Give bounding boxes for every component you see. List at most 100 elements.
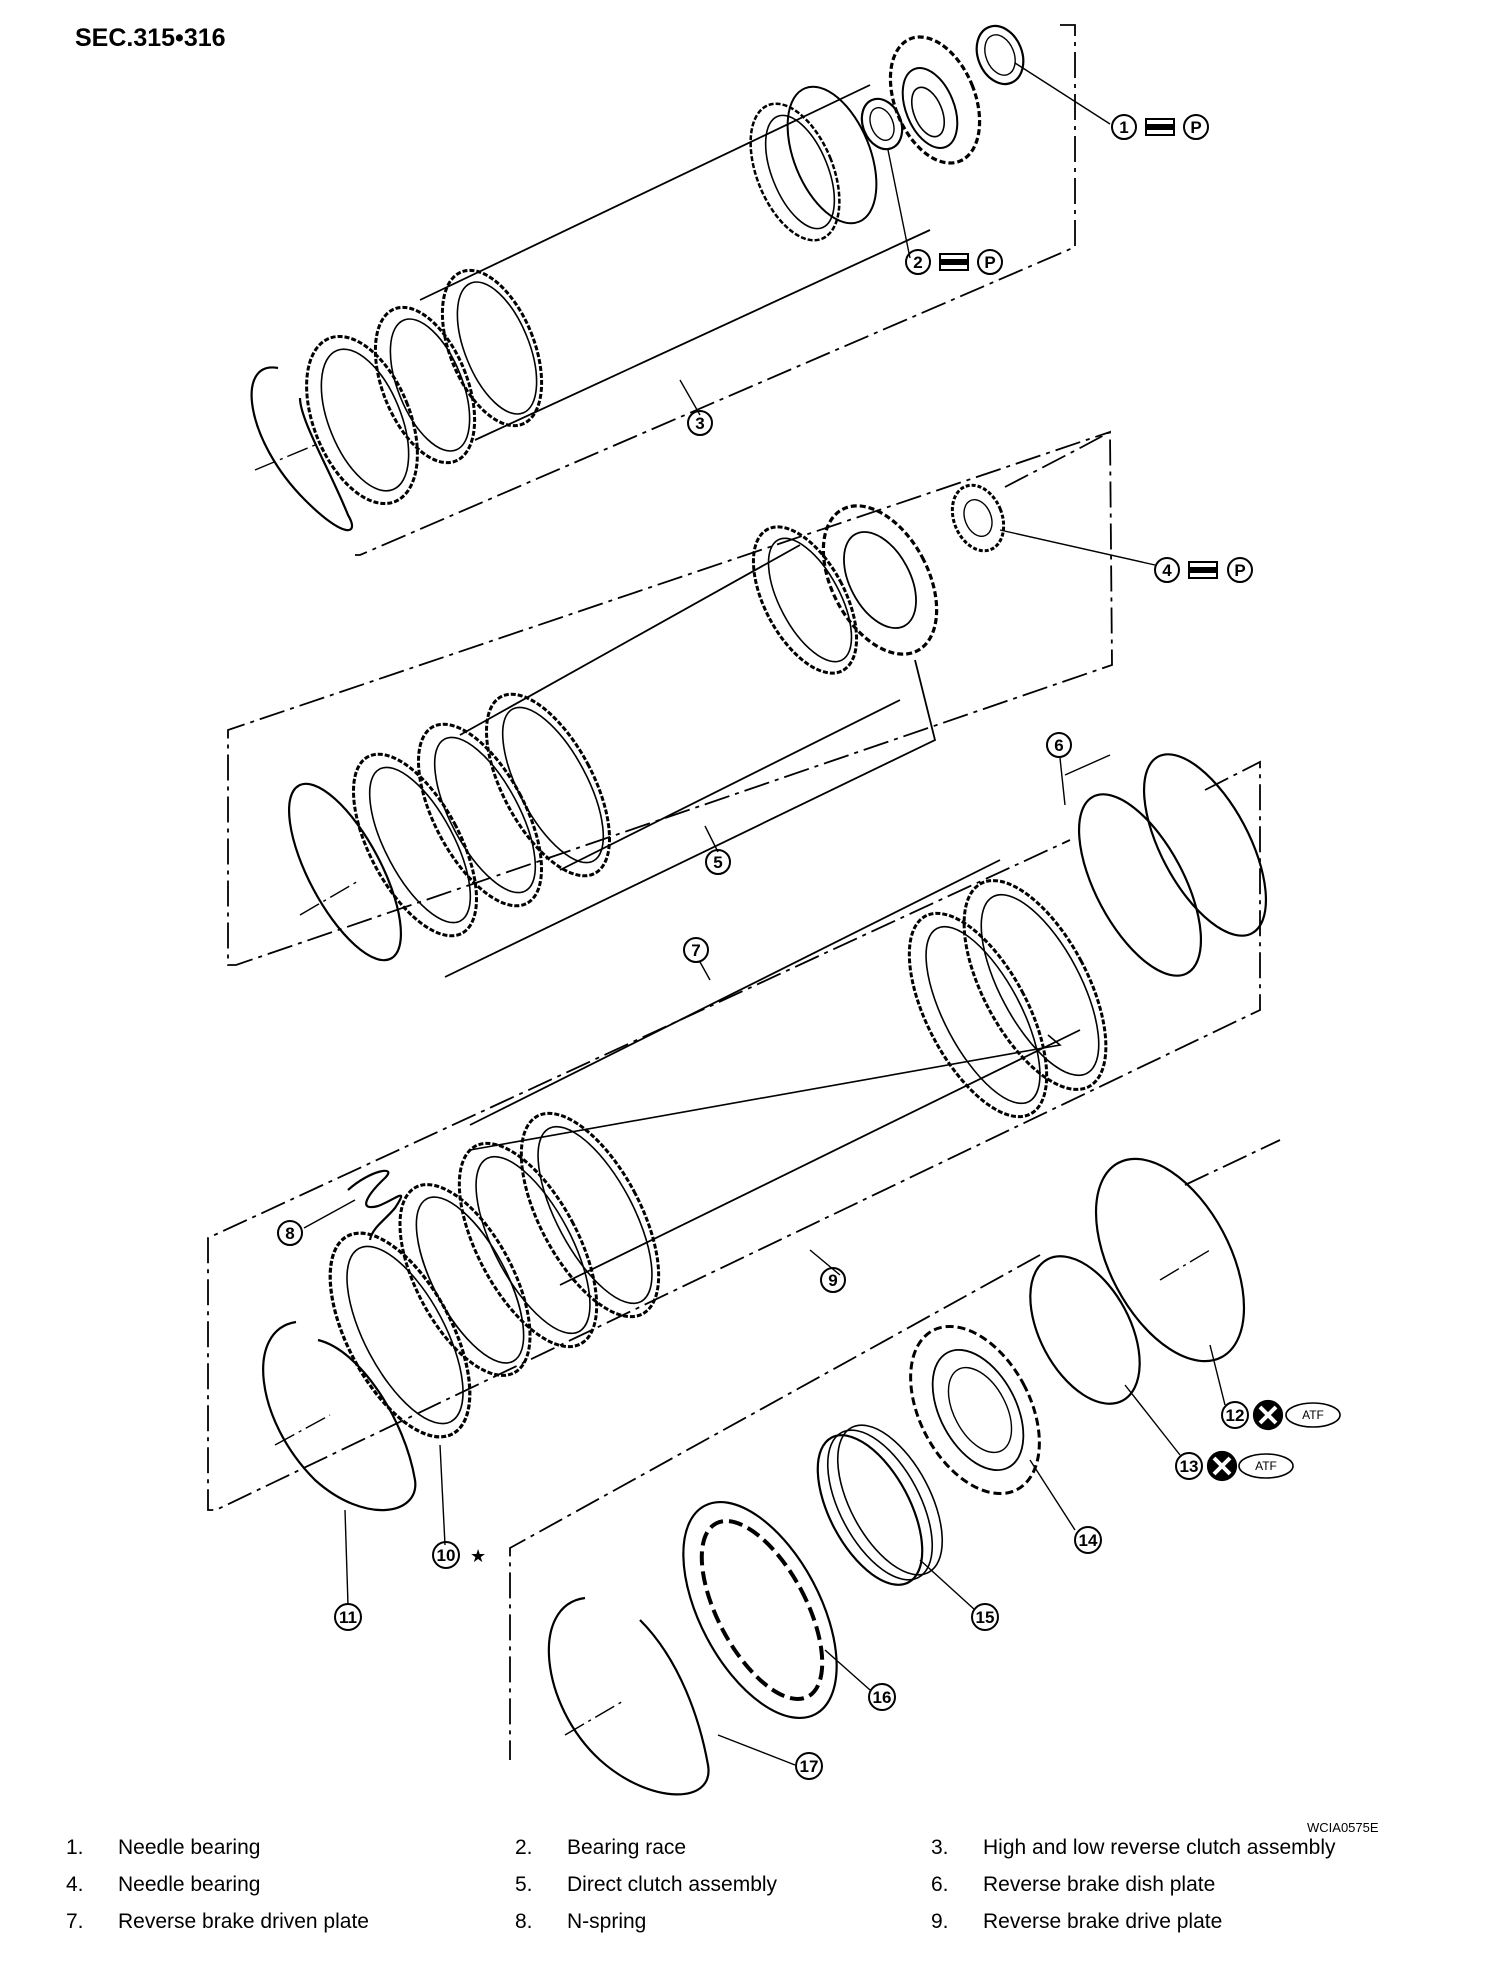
piston-14 [909, 1324, 1041, 1496]
callout-3: 3 [679, 379, 713, 436]
p-mark-1: P [1190, 118, 1201, 137]
petroleum-jelly-icon [977, 249, 1003, 275]
svg-text:P: P [984, 253, 995, 272]
retaining-plate-10 [328, 1231, 472, 1439]
callout-1-number: 1 [1119, 118, 1128, 137]
clutch-cylinder-3 [419, 84, 931, 441]
petroleum-jelly-icon [1227, 557, 1253, 583]
assembly-group-5 [227, 430, 1156, 978]
legend-number: 9. [931, 1910, 949, 1933]
drive-plate-9c [398, 1183, 532, 1377]
assembly-group-piston [509, 1139, 1281, 1796]
atf-icon [1238, 1453, 1294, 1479]
clutch-drum-5 [821, 504, 939, 656]
legend-label: Reverse brake dish plate [983, 1873, 1216, 1896]
legend-label: Reverse brake driven plate [118, 1910, 369, 1933]
spring-retainer-16 [682, 1500, 838, 1720]
legend-number: 3. [931, 1836, 949, 1859]
retaining-plate-3 [305, 334, 419, 506]
clutch-plate-3c [749, 102, 841, 242]
svg-text:4: 4 [1162, 561, 1172, 580]
callout-15: 15 [971, 1603, 999, 1631]
petroleum-jelly-icon [1183, 114, 1209, 140]
callout-9: 9 [820, 1267, 846, 1293]
callout-1: 1 P [1111, 114, 1209, 140]
group-bracket-3 [355, 24, 1076, 556]
clutch-plate-3b [440, 268, 544, 428]
driven-plate-7b [457, 1141, 599, 1349]
svg-text:15: 15 [976, 1608, 995, 1627]
callout-12: 12 ATF [1221, 1399, 1341, 1431]
clutch-cylinder-5 [459, 544, 901, 871]
svg-text:ATF: ATF [1255, 1459, 1277, 1473]
legend-number: 4. [66, 1873, 84, 1896]
svg-text:ATF: ATF [1302, 1408, 1324, 1422]
svg-text:P: P [1234, 561, 1245, 580]
svg-text:7: 7 [691, 941, 700, 960]
legend-number: 7. [66, 1910, 84, 1933]
svg-text:12: 12 [1226, 1406, 1245, 1425]
snap-ring-5 [287, 782, 403, 962]
legend-label: High and low reverse clutch assembly [983, 1836, 1336, 1859]
needle-bearing-4 [950, 483, 1006, 553]
callout-6: 6 [1046, 732, 1072, 806]
legend-label: Needle bearing [118, 1836, 261, 1859]
svg-text:13: 13 [1180, 1457, 1199, 1476]
assembly-group-7-9 [207, 753, 1268, 1606]
legend-label: N-spring [567, 1910, 647, 1933]
legend-number: 5. [515, 1873, 533, 1896]
callout-7: 7 [683, 937, 711, 981]
seal-13 [1029, 1255, 1141, 1405]
callout-8: 8 [277, 1220, 303, 1246]
legend-number: 1. [66, 1836, 84, 1859]
snap-ring-17 [547, 1596, 710, 1796]
svg-text:6: 6 [1054, 736, 1063, 755]
group-bracket-piston [509, 1139, 1281, 1760]
group-bracket-5 [227, 430, 1113, 966]
return-spring-15 [816, 1434, 924, 1586]
svg-text:17: 17 [800, 1757, 819, 1776]
legend-number: 6. [931, 1873, 949, 1896]
n-spring-8 [347, 1169, 403, 1241]
dish-plate-6b [1142, 753, 1268, 937]
svg-text:9: 9 [828, 1271, 837, 1290]
clutch-plate-3d [786, 85, 878, 225]
callout-5: 5 [704, 825, 731, 875]
legend-label: Bearing race [567, 1836, 687, 1859]
drive-plate-9a [907, 911, 1049, 1119]
callout-11: 11 [334, 1603, 362, 1631]
clutch-plate-5c [484, 692, 612, 878]
legend-label: Direct clutch assembly [567, 1873, 778, 1896]
assembly-group-3 [250, 24, 1111, 556]
svg-text:5: 5 [713, 853, 722, 872]
callout-10: 10 ★ [432, 1541, 486, 1569]
svg-text:16: 16 [873, 1688, 892, 1707]
clutch-plate-5d [751, 525, 859, 675]
needle-bearing-1 [975, 24, 1025, 86]
svg-text:2: 2 [913, 253, 922, 272]
callout-4: 4 P [1154, 557, 1253, 583]
callout-13: 13 ATF [1175, 1450, 1294, 1482]
legend-number: 8. [515, 1910, 533, 1933]
exploded-view-diagram: P [207, 24, 1341, 1796]
clutch-plate-3a [373, 305, 477, 465]
star-mark: ★ [470, 1546, 486, 1567]
driven-plate-7a [962, 879, 1108, 1091]
figure-code: WCIA0575E [1307, 1820, 1379, 1835]
legend-label: Reverse brake drive plate [983, 1910, 1223, 1933]
atf-icon [1285, 1402, 1341, 1428]
svg-text:8: 8 [285, 1224, 294, 1243]
svg-text:14: 14 [1079, 1531, 1098, 1550]
callout-16: 16 [868, 1683, 896, 1711]
legend-number: 2. [515, 1836, 533, 1859]
snap-ring-11 [262, 1320, 417, 1512]
clutch-hub-3 [888, 35, 982, 165]
snap-ring-3 [250, 366, 354, 532]
group-bracket-7 [207, 760, 1261, 1511]
seal-12 [1094, 1157, 1246, 1363]
callout-17: 17 [795, 1752, 823, 1780]
callout-14: 14 [1074, 1526, 1102, 1554]
section-title: SEC.315•316 [75, 24, 226, 52]
clutch-plate-5a [351, 752, 479, 938]
drive-plate-9b [519, 1111, 661, 1319]
